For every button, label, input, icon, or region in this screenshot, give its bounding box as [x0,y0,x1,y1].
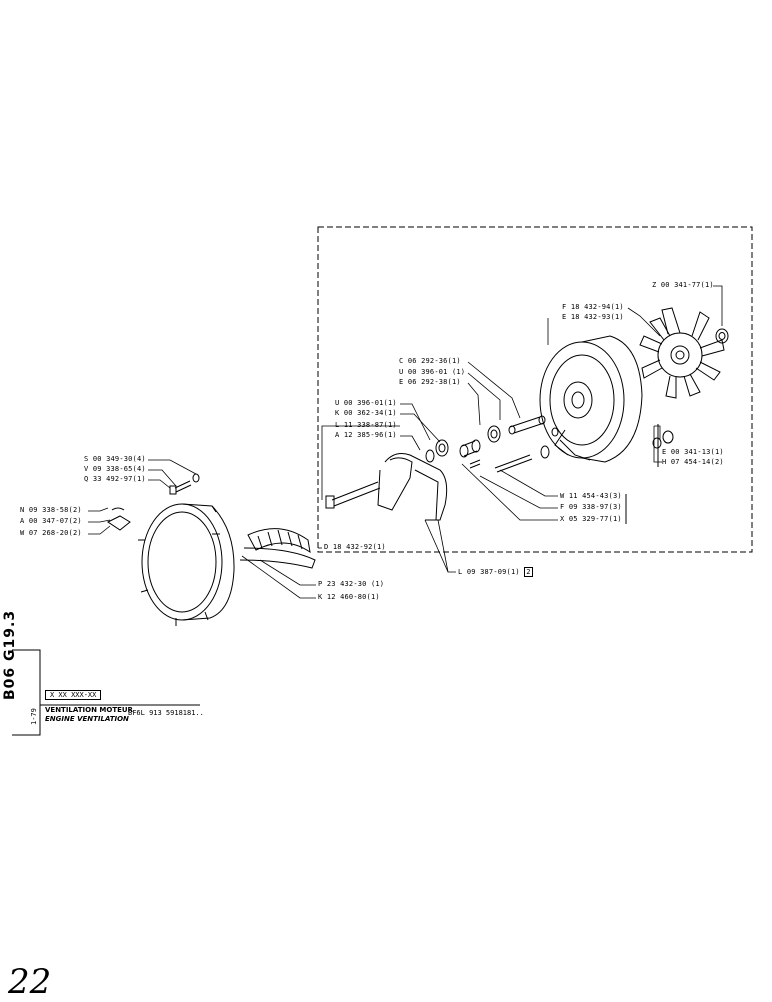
leader-lines [88,285,723,599]
title-french: VENTILATION MOTEUR [45,706,133,714]
side-code: B06 G19.3 [2,609,18,700]
label-s: S 00 349-30(4) [84,455,146,463]
label-k1: K 00 362-34(1) [335,409,397,417]
label-l2-text: L 09 387-09(1) [458,568,520,576]
label-a1: A 12 385-96(1) [335,431,397,439]
bracket-drawing [107,507,131,531]
label-l2-box: 2 [524,567,533,577]
bearing-drawing [425,425,501,463]
long-bolt-drawing [325,481,381,509]
label-a2: A 00 347-07(2) [20,517,82,525]
label-v: V 09 338-65(4) [84,465,146,473]
label-e1: E 18 432-93(1) [562,313,624,321]
cover-strip-drawing [239,528,316,569]
fan-nut-drawing [715,328,729,344]
fan-housing-drawing [539,335,643,463]
assembly-boundary [317,226,753,553]
title-block-frame [12,649,200,736]
side-date: 1-79 [30,708,38,725]
label-p: P 23 432-30 (1) [318,580,385,588]
title-english: ENGINE VENTILATION [45,715,129,723]
label-k2: K 12 460-80(1) [318,593,380,601]
fan-wheel-drawing [639,307,725,399]
small-bolt-drawing [169,473,200,495]
vertical-bracket [625,424,659,524]
label-q: Q 33 492-97(1) [84,475,146,483]
label-x: X 05 329-77(1) [560,515,622,523]
page-number: 22 [8,962,52,1002]
label-w1: W 07 268-20(2) [20,529,82,537]
label-u1: U 00 396-01 (1) [399,368,466,376]
label-w2: W 11 454-43(3) [560,492,622,500]
label-d: D 18 432-92(1) [324,543,386,551]
label-f1: F 18 432-94(1) [562,303,624,311]
label-e2: E 06 292-38(1) [399,378,461,386]
spacer-tube-drawing [508,415,546,435]
code-box: X XX XXX-XX [45,690,102,700]
label-u2: U 00 396-01(1) [335,399,397,407]
engine-code: BF6L 913 5918181.. [128,709,204,717]
washer-nut-drawing [652,430,674,449]
label-h: H 07 454-14(2) [662,458,724,466]
label-l2: L 09 387-09(1) 2 [458,567,533,577]
label-f2: F 09 338-97(3) [560,503,622,511]
label-z: Z 00 341-77(1) [652,281,714,289]
label-l1: L 11 338-87(1) [335,421,397,429]
label-e3: E 00 341-13(1) [662,448,724,456]
label-n: N 09 338-58(2) [20,506,82,514]
belt-pulley-drawing [377,453,448,521]
label-c: C 06 292-36(1) [399,357,461,365]
outer-ring-drawing [138,503,235,626]
stud-bolt-drawing [469,427,559,473]
